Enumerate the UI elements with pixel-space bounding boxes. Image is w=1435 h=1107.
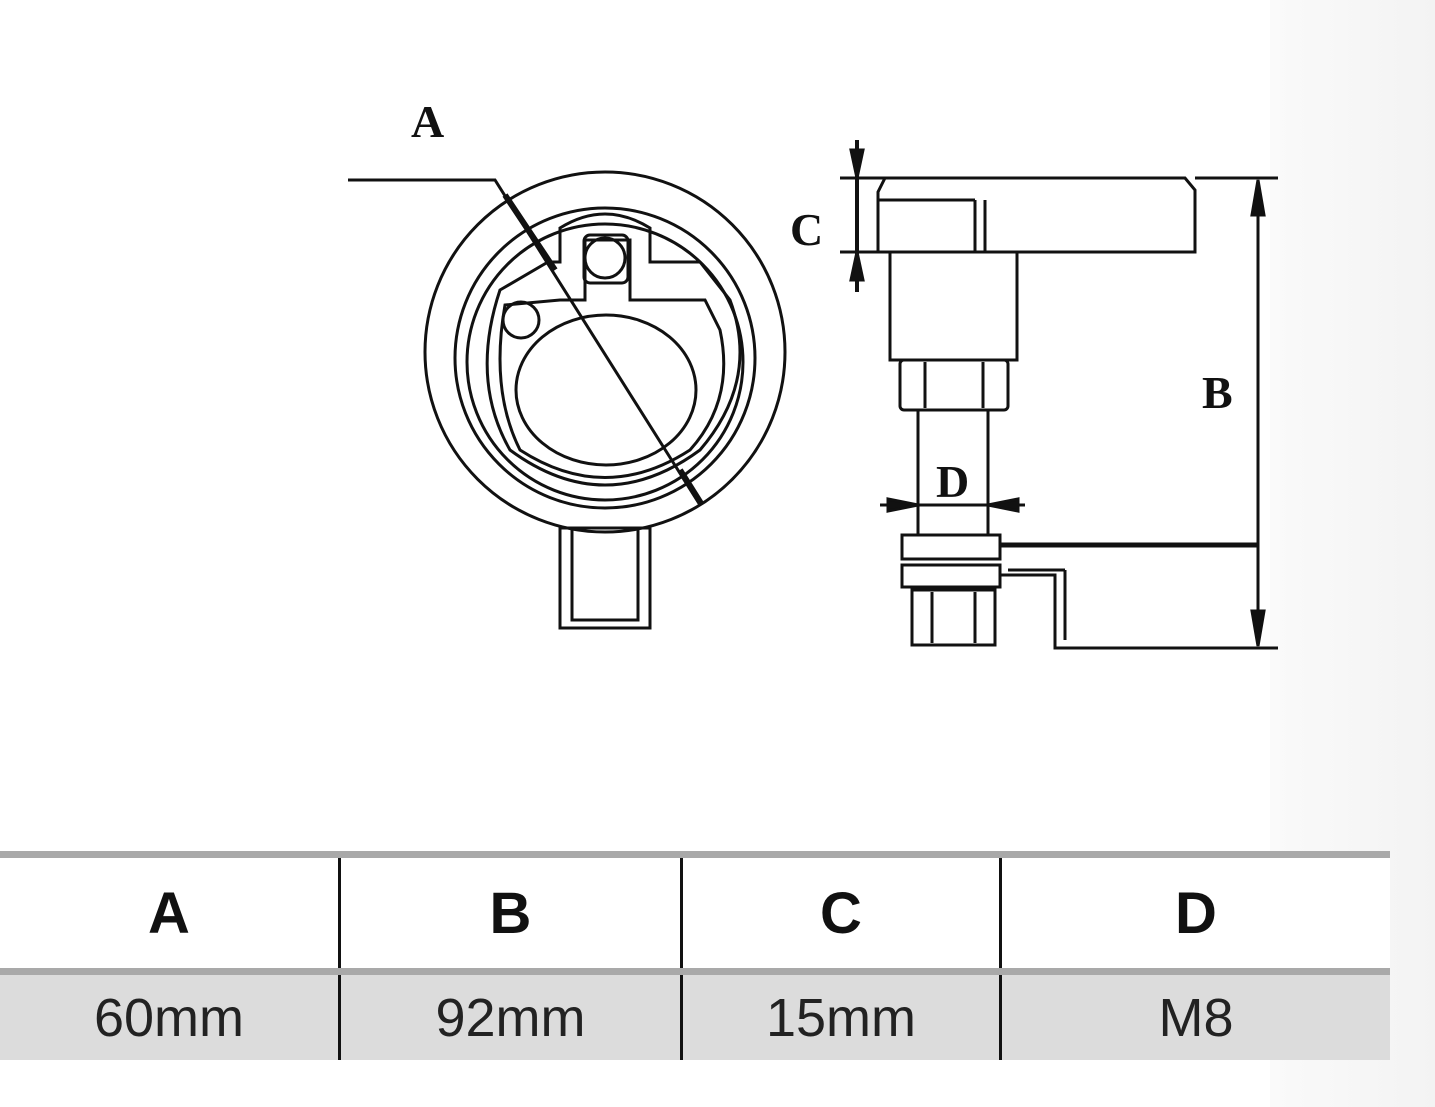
value-cell-d: M8 (1158, 987, 1234, 1048)
technical-drawing: A C B D (348, 96, 1278, 650)
value-cell-b: 92mm (341, 975, 683, 1060)
header-cell-d: D (1175, 880, 1217, 946)
header-cell-c: C (683, 858, 1002, 968)
dimension-label-c: C (790, 204, 823, 255)
dimension-table: A B C D 60mm 92mm 15mm M8 (0, 851, 1390, 1060)
header-cell-b: B (341, 858, 683, 968)
table-header-row: A B C D (0, 851, 1390, 975)
side-view: C B D (790, 140, 1278, 650)
dimension-label-b: B (1202, 367, 1233, 418)
header-cell-a: A (0, 858, 341, 968)
dimension-label-a: A (411, 96, 444, 147)
dimension-label-d: D (936, 456, 969, 507)
value-cell-c: 15mm (683, 975, 1002, 1060)
table-row: 60mm 92mm 15mm M8 (0, 975, 1390, 1060)
value-cell-a: 60mm (0, 975, 341, 1060)
front-view: A (348, 96, 787, 630)
